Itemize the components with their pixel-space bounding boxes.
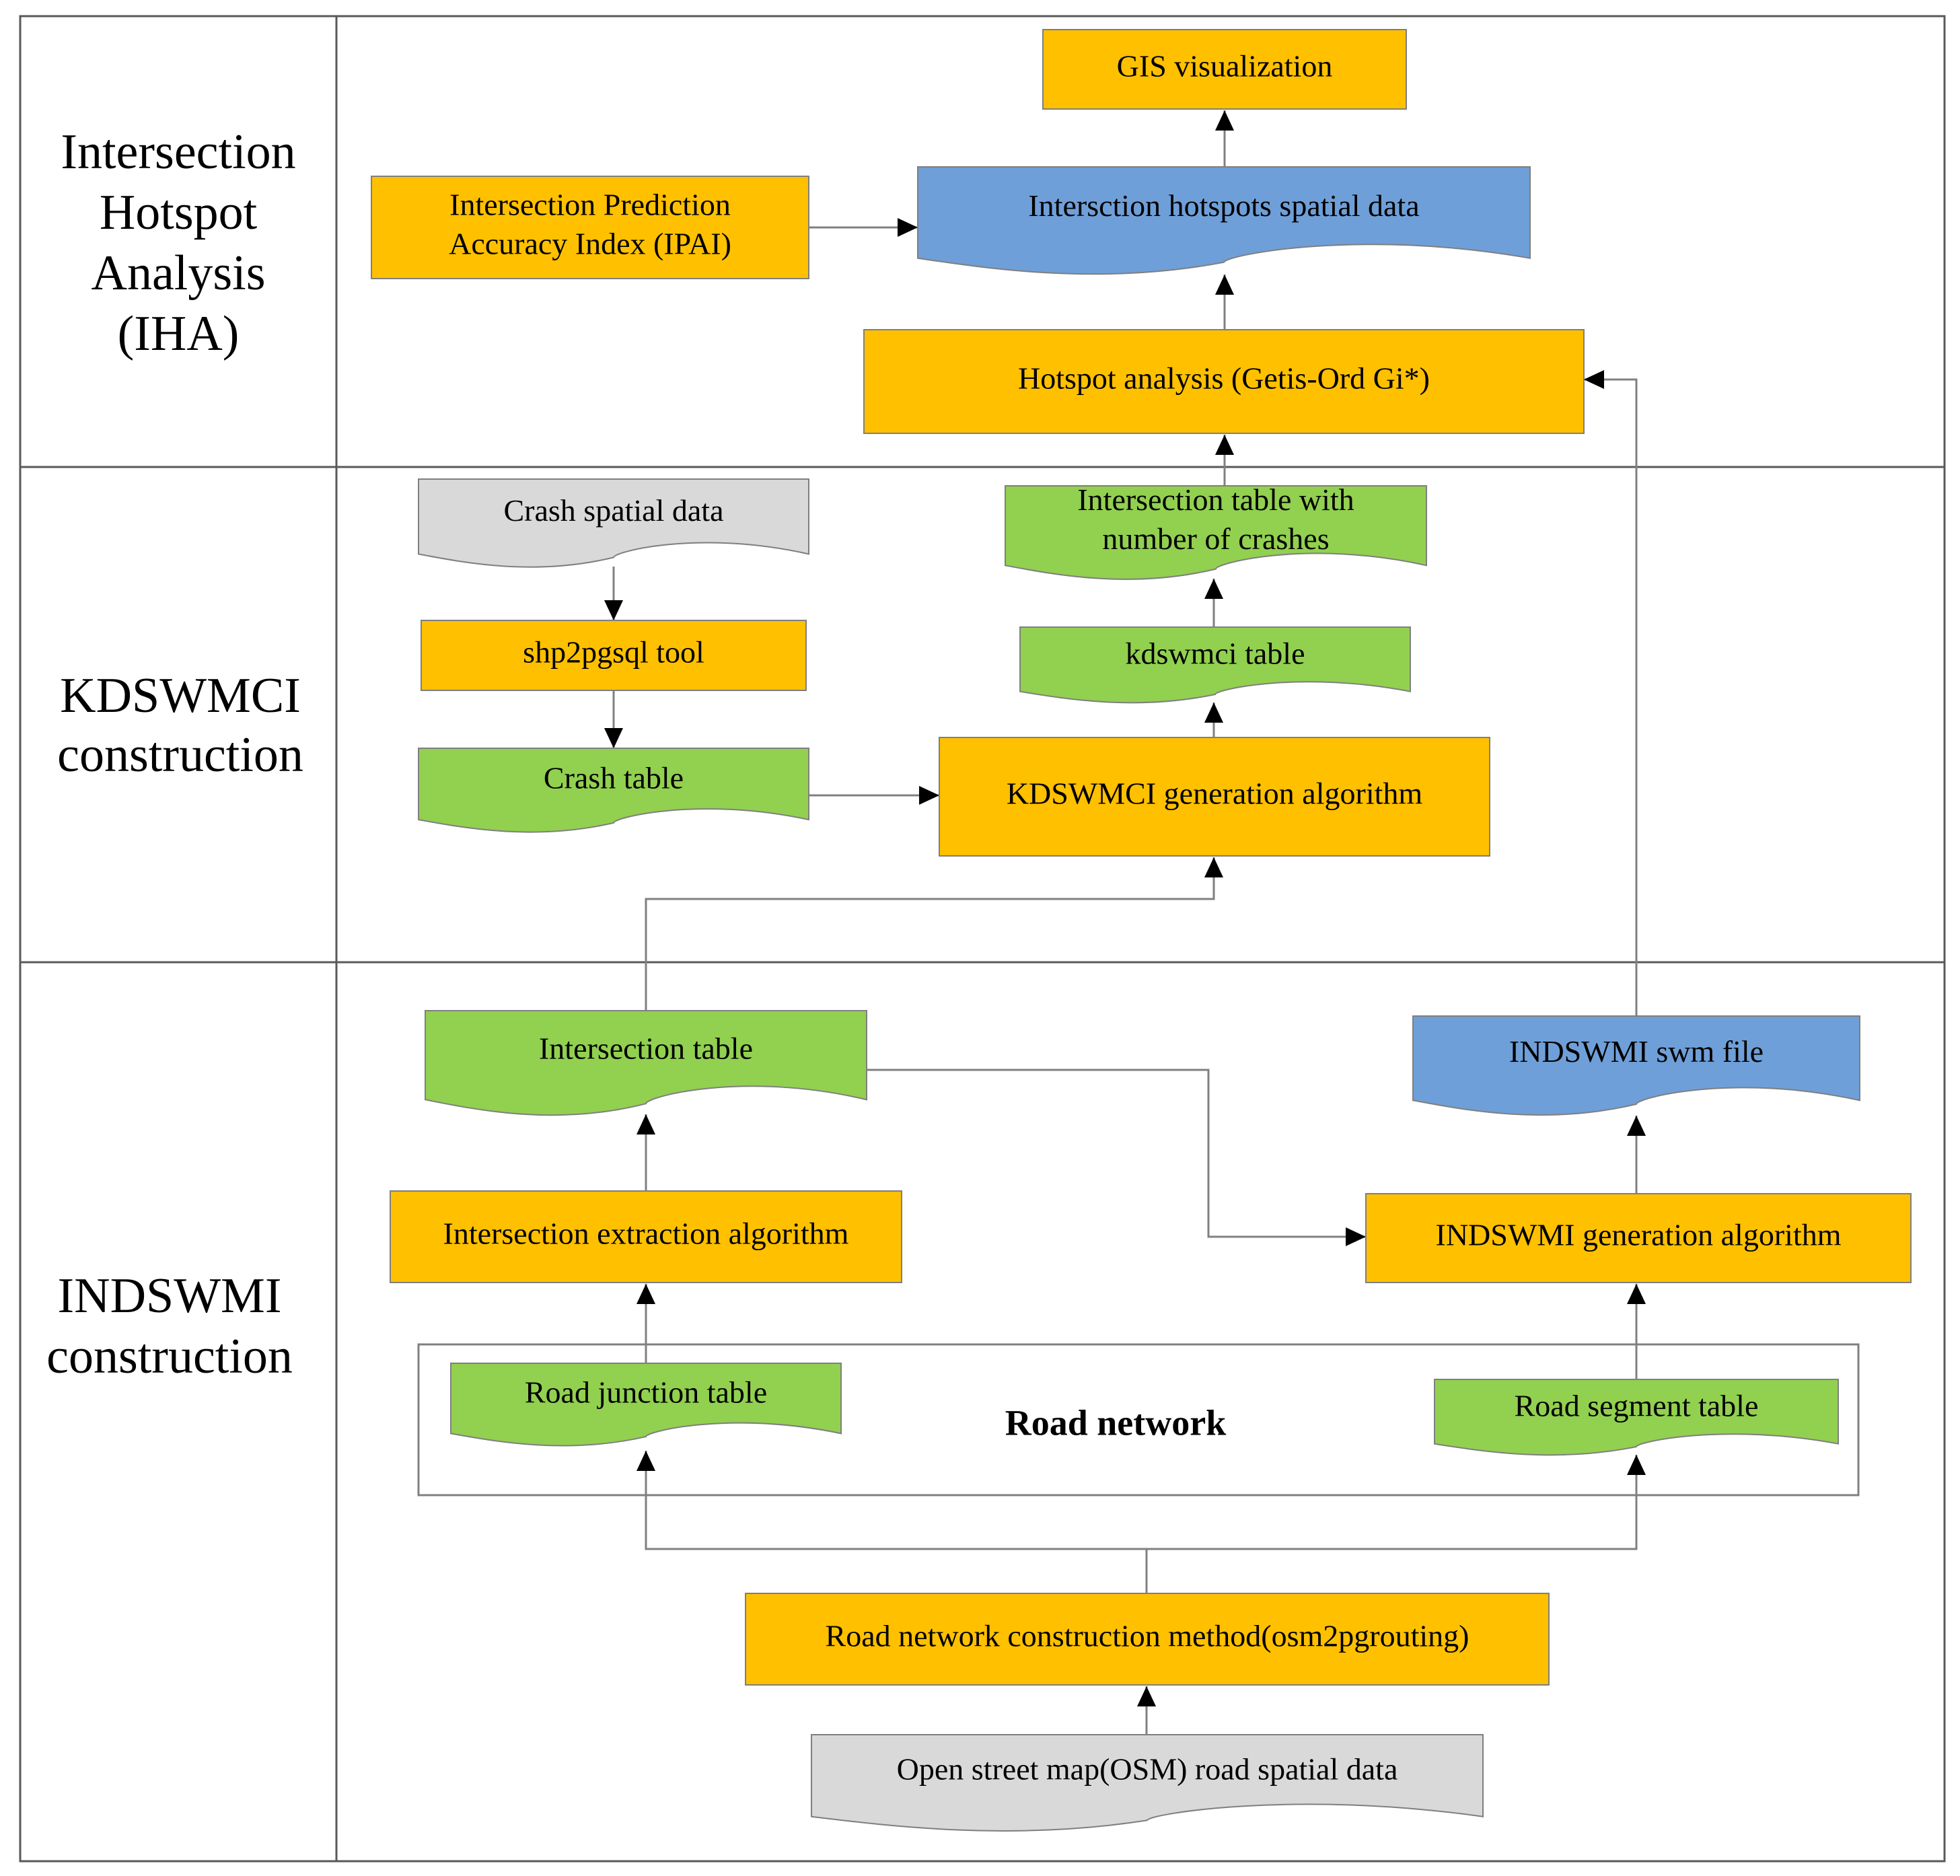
lane-label-kdswmci: KDSWMCI: [60, 668, 301, 723]
node-label: KDSWMCI generation algorithm: [1007, 777, 1423, 811]
process-box: [863, 329, 1585, 434]
lane-label-iha: Intersection: [61, 124, 295, 180]
node-label: Intersection extraction algorithm: [443, 1217, 849, 1251]
arrowhead-kdswmci_alg: [1204, 857, 1223, 877]
arrowhead-shp2pgsql: [604, 600, 623, 620]
arrowhead-gis_vis: [1215, 110, 1234, 131]
connector-intersection_table-to-kdswmci_alg: [645, 857, 1215, 1011]
arrowhead-road_segment: [1627, 1455, 1646, 1475]
table-document-shape: [450, 1363, 842, 1447]
node-label: Open street map(OSM) road spatial data: [897, 1752, 1398, 1787]
connector-road_net_method-to-road_junction: [645, 1451, 1148, 1593]
node-road-net-method: Road network construction method(osm2pgr…: [745, 1593, 1550, 1686]
process-box: [371, 176, 809, 279]
node-shp2pgsql: shp2pgsql tool: [421, 620, 807, 691]
input-document-shape: [811, 1734, 1484, 1832]
output-document-shape: [917, 166, 1531, 275]
process-box: [1365, 1193, 1912, 1283]
node-label: INDSWMI generation algorithm: [1436, 1218, 1842, 1252]
input-document-shape: [418, 478, 809, 568]
node-label: Road network construction method(osm2pgr…: [826, 1619, 1469, 1653]
node-label: Intersction hotspots spatial data: [1028, 188, 1419, 223]
arrowhead-kdswmci_alg: [919, 786, 939, 805]
lane-label-iha: Analysis: [92, 246, 266, 301]
arrowhead-hotspot_analysis: [1215, 435, 1234, 455]
node-crash-table: Crash table: [418, 748, 809, 833]
road-network-label: Road network: [1005, 1402, 1227, 1443]
node-indswmi-alg: INDSWMI generation algorithm: [1365, 1193, 1912, 1283]
arrowhead-intersection_table: [637, 1114, 655, 1134]
node-label: Intersection table with: [1077, 482, 1354, 517]
table-document-shape: [1434, 1379, 1839, 1456]
node-label: Road junction table: [525, 1375, 767, 1410]
node-label: Hotspot analysis (Getis-Ord Gi*): [1018, 361, 1430, 396]
node-label: GIS visualization: [1117, 49, 1333, 83]
arrowhead-hotspot_data: [898, 218, 918, 237]
node-int-crashes: Intersection table with number of crashes: [1005, 482, 1427, 580]
node-indswmi-swm: INDSWMI swm file: [1412, 1015, 1860, 1116]
arrowhead-kdswmci_table: [1204, 702, 1223, 723]
node-road-segment: Road segment table: [1434, 1379, 1839, 1456]
node-int-extract: Intersection extraction algorithm: [390, 1190, 902, 1283]
node-label: shp2pgsql tool: [523, 635, 704, 670]
node-label: Crash spatial data: [503, 493, 723, 528]
node-hotspot-analysis: Hotspot analysis (Getis-Ord Gi*): [863, 329, 1585, 434]
node-label: INDSWMI swm file: [1509, 1034, 1764, 1069]
process-box: [939, 737, 1490, 857]
table-document-shape: [1005, 485, 1427, 580]
node-road-junction: Road junction table: [450, 1363, 842, 1447]
arrowhead-crash_table: [604, 728, 623, 748]
table-document-shape: [425, 1010, 867, 1116]
node-label: Intersection table: [539, 1031, 753, 1065]
node-hotspot-data: Intersction hotspots spatial data: [917, 166, 1531, 275]
node-kdswmci-table: kdswmci table: [1019, 626, 1411, 704]
node-crash-spatial: Crash spatial data: [418, 478, 809, 568]
outer-frame: [19, 15, 1946, 1863]
swimlane-frame: IntersectionHotspotAnalysis(IHA)KDSWMCIc…: [19, 15, 1946, 1863]
lane-label-iha: (IHA): [118, 306, 240, 361]
table-document-shape: [418, 748, 809, 833]
process-box: [390, 1190, 902, 1283]
process-box: [421, 620, 807, 691]
arrowhead-indswmi_alg: [1346, 1227, 1366, 1246]
arrowhead-int_extract: [637, 1284, 655, 1304]
connector-road_net_method-to-road_segment: [1147, 1455, 1638, 1550]
arrowhead-hotspot_analysis: [1584, 370, 1604, 389]
node-intersection-table: Intersection table: [425, 1010, 867, 1116]
node-osm-data: Open street map(OSM) road spatial data: [811, 1734, 1484, 1832]
node-kdswmci-alg: KDSWMCI generation algorithm: [939, 737, 1490, 857]
arrowhead-indswmi_alg: [1627, 1284, 1646, 1304]
node-label: number of crashes: [1102, 521, 1329, 556]
lane-label-iha: Hotspot: [100, 185, 258, 240]
process-box: [745, 1593, 1550, 1686]
node-label: Road segment table: [1515, 1389, 1759, 1423]
connector-indswmi_swm-to-hotspot_analysis: [1584, 378, 1638, 1016]
arrowhead-road_junction: [637, 1451, 655, 1471]
arrowhead-hotspot_data: [1215, 275, 1234, 295]
node-label: Crash table: [544, 760, 684, 795]
connectors: [604, 110, 1646, 1735]
node-gis-vis: GIS visualization: [1042, 29, 1407, 110]
connector-intersection_table-to-indswmi_alg: [867, 1069, 1366, 1238]
table-document-shape: [1019, 626, 1411, 704]
node-label: kdswmci table: [1126, 637, 1305, 671]
node-label: Accuracy Index (IPAI): [449, 227, 731, 261]
arrowhead-int_crashes: [1204, 579, 1223, 599]
arrowhead-indswmi_swm: [1627, 1116, 1646, 1136]
process-box: [1042, 29, 1407, 110]
node-label: Intersection Prediction: [449, 188, 731, 222]
lane-label-indswmi: construction: [46, 1329, 293, 1384]
lane-label-kdswmci: construction: [57, 727, 303, 783]
lane-label-indswmi: INDSWMI: [58, 1268, 282, 1324]
output-document-shape: [1412, 1015, 1860, 1116]
arrowhead-road_net_method: [1137, 1686, 1156, 1706]
